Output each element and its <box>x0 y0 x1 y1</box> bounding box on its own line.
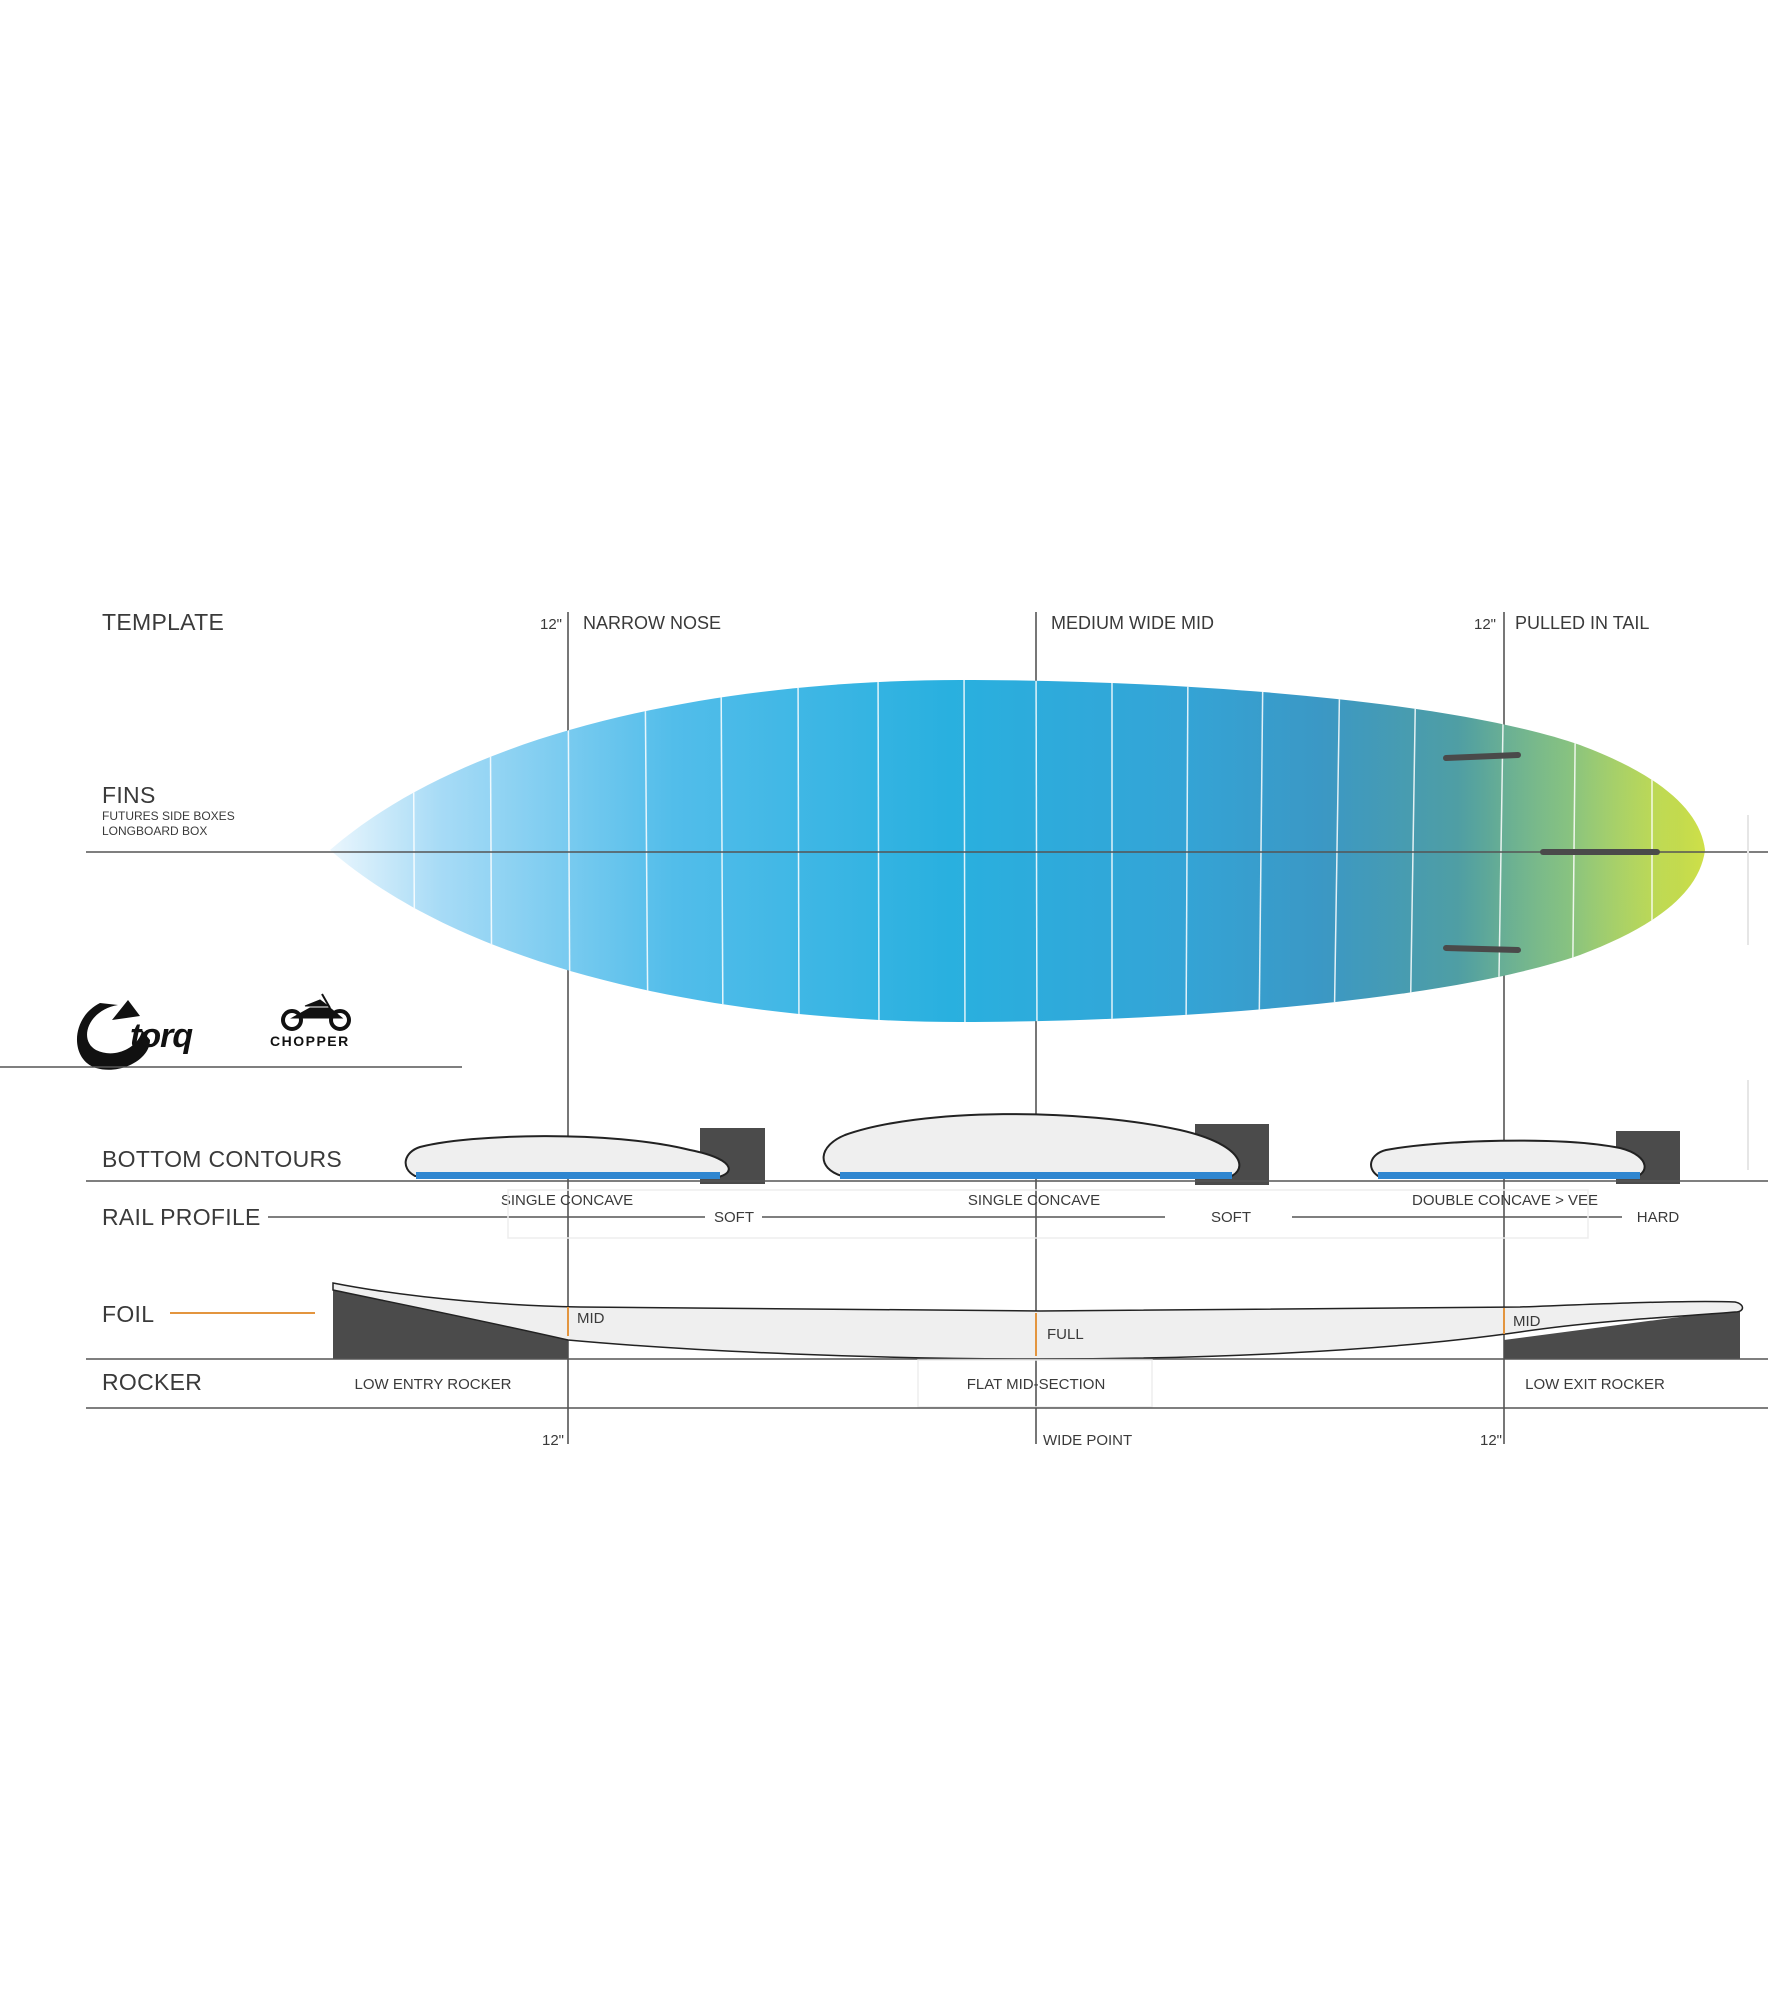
bottom-nose-12-marker: 12" <box>542 1432 564 1449</box>
rail-tail-label: HARD <box>1637 1209 1680 1226</box>
section-title-fins: FINS <box>102 782 156 808</box>
torq-logo: torq <box>76 1000 194 1070</box>
side-fin-top <box>1443 752 1521 761</box>
foil-mid-label: FULL <box>1047 1326 1084 1343</box>
rocker-mid-label: FLAT MID-SECTION <box>967 1376 1106 1393</box>
contour-tail-label: DOUBLE CONCAVE > VEE <box>1412 1192 1598 1209</box>
contour-mid <box>822 1113 1269 1185</box>
surfboard-shading <box>330 680 1705 1022</box>
contour-mid-label: SINGLE CONCAVE <box>968 1192 1100 1209</box>
chopper-logo: CHOPPER <box>270 993 351 1049</box>
rocker-faint-box <box>917 1359 1153 1408</box>
rail-faint-box <box>507 1189 1589 1239</box>
fins-futures-side-boxes: FUTURES SIDE BOXES <box>102 809 235 823</box>
tail-12-marker: 12" <box>1474 616 1496 633</box>
bottom-tail-12-marker: 12" <box>1480 1432 1502 1449</box>
foil-tail-block <box>1504 1309 1740 1359</box>
torq-wordmark: torq <box>130 1017 194 1055</box>
motorcycle-icon <box>281 993 351 1031</box>
section-title-rocker: ROCKER <box>102 1369 202 1395</box>
contour-nose <box>404 1128 765 1184</box>
rocker-tail-label: LOW EXIT ROCKER <box>1525 1376 1665 1393</box>
surfboard-template <box>86 680 1768 1022</box>
contour-mid-section <box>822 1113 1241 1180</box>
rail-nose-label: SOFT <box>714 1209 754 1226</box>
contour-nose-label: SINGLE CONCAVE <box>501 1192 633 1209</box>
contour-mid-concave <box>840 1172 1232 1179</box>
rail-mid-label: SOFT <box>1211 1209 1251 1226</box>
torq-swoosh-icon <box>76 1000 150 1070</box>
foil-board-section <box>332 1282 1744 1360</box>
contour-tail-vee <box>1378 1172 1640 1179</box>
foil-nose-label: MID <box>577 1310 605 1327</box>
pulled-in-tail-label: PULLED IN TAIL <box>1515 613 1649 633</box>
contour-nose-concave <box>416 1172 720 1179</box>
medium-wide-mid-label: MEDIUM WIDE MID <box>1051 613 1214 633</box>
fins-longboard-box: LONGBOARD BOX <box>102 824 207 838</box>
section-title-rail-profile: RAIL PROFILE <box>102 1204 261 1230</box>
narrow-nose-label: NARROW NOSE <box>583 613 721 633</box>
nose-12-marker: 12" <box>540 616 562 633</box>
contour-nose-section <box>404 1135 730 1180</box>
section-title-foil: FOIL <box>102 1301 154 1327</box>
side-fin-bottom <box>1443 945 1521 953</box>
chopper-wordmark: CHOPPER <box>270 1033 350 1049</box>
contour-tail-section <box>1370 1139 1646 1180</box>
wide-point-label: WIDE POINT <box>1043 1432 1132 1449</box>
foil-profile <box>332 1282 1744 1360</box>
contour-tail <box>1370 1131 1680 1184</box>
section-title-template: TEMPLATE <box>102 609 224 635</box>
svg-text:torq: torq <box>130 1017 193 1055</box>
rocker-nose-label: LOW ENTRY ROCKER <box>355 1376 512 1393</box>
section-title-bottom-contours: BOTTOM CONTOURS <box>102 1146 342 1172</box>
foil-tail-label: MID <box>1513 1313 1541 1330</box>
